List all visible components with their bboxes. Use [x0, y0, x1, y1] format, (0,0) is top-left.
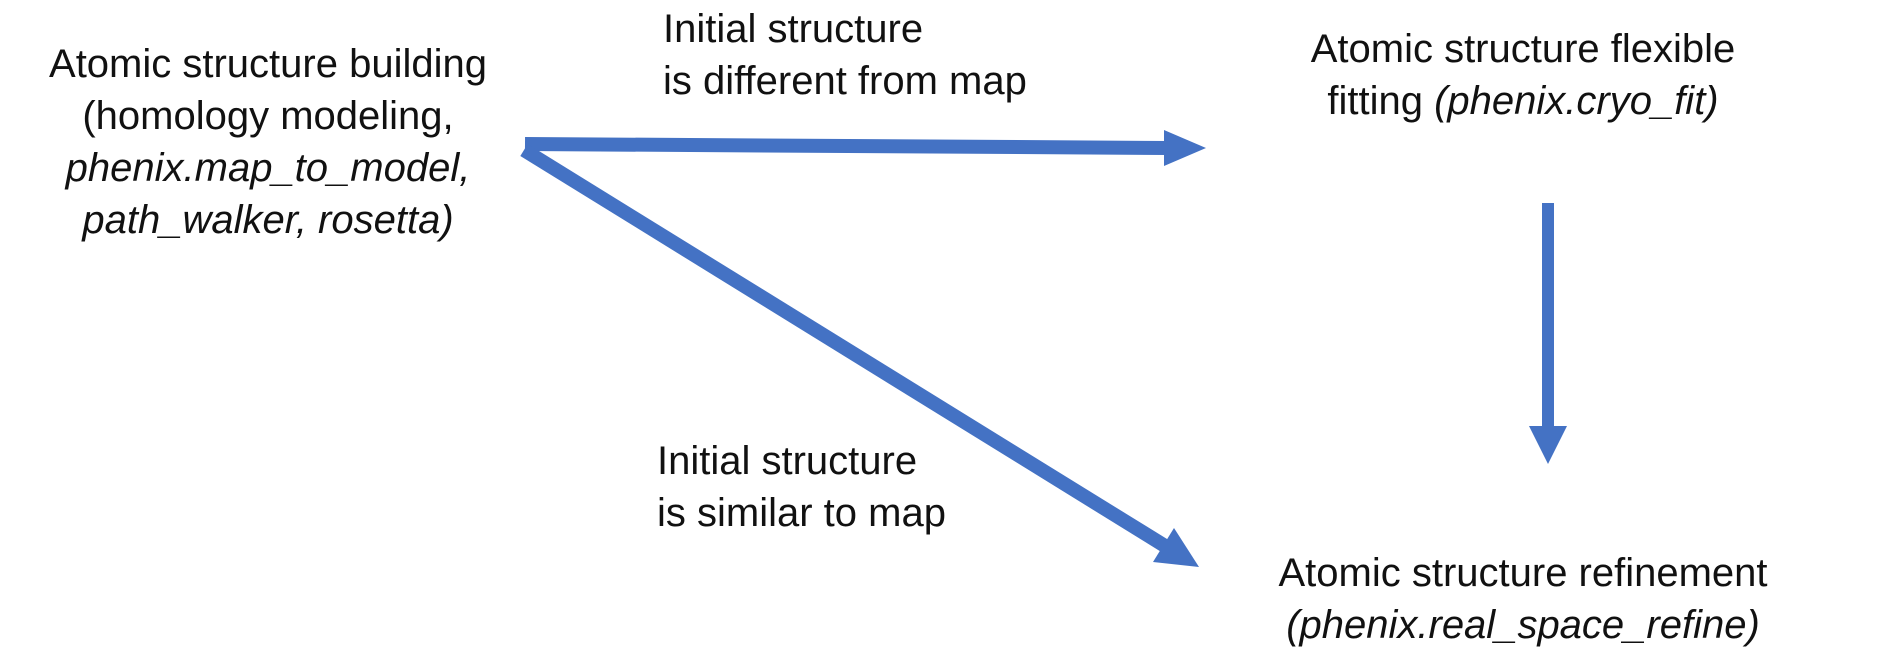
arrow-fitting-to-refinement-icon	[1529, 203, 1567, 464]
node-structure-building-line3: phenix.map_to_model,	[65, 146, 471, 190]
node-refinement-line1: Atomic structure refinement	[1278, 551, 1768, 595]
node-flexible-fitting: Atomic structure flexible fitting (pheni…	[1263, 23, 1783, 127]
edge-label-different-line2: is different from map	[663, 59, 1027, 103]
node-structure-building-line1: Atomic structure building	[49, 42, 487, 86]
node-structure-building-line2: (homology modeling,	[82, 94, 454, 138]
node-flexible-fitting-line1: Atomic structure flexible	[1310, 27, 1736, 71]
arrow-building-to-refinement-icon	[520, 144, 1199, 567]
node-structure-building-line4: path_walker, rosetta)	[82, 198, 454, 242]
arrow-building-to-fitting-icon	[524, 130, 1206, 166]
node-flexible-fitting-line2-italic: (phenix.cryo_fit)	[1434, 79, 1719, 123]
edge-label-different: Initial structure is different from map	[663, 3, 1027, 107]
node-structure-building: Atomic structure building (homology mode…	[3, 38, 533, 246]
node-flexible-fitting-line2-regular: fitting	[1327, 79, 1435, 123]
arrow-head	[1164, 130, 1206, 166]
arrow-shaft	[520, 144, 1169, 552]
node-refinement: Atomic structure refinement (phenix.real…	[1263, 547, 1783, 651]
node-flexible-fitting-line2: fitting (phenix.cryo_fit)	[1263, 75, 1783, 127]
edge-label-different-line1: Initial structure	[663, 7, 924, 51]
arrow-shaft	[524, 137, 1169, 155]
edge-label-similar-line2: is similar to map	[657, 491, 946, 535]
node-refinement-line2: (phenix.real_space_refine)	[1286, 603, 1760, 647]
edge-label-similar: Initial structure is similar to map	[657, 435, 946, 539]
arrow-head	[1153, 528, 1199, 567]
arrow-head	[1529, 426, 1567, 464]
edge-label-similar-line1: Initial structure	[657, 439, 918, 483]
